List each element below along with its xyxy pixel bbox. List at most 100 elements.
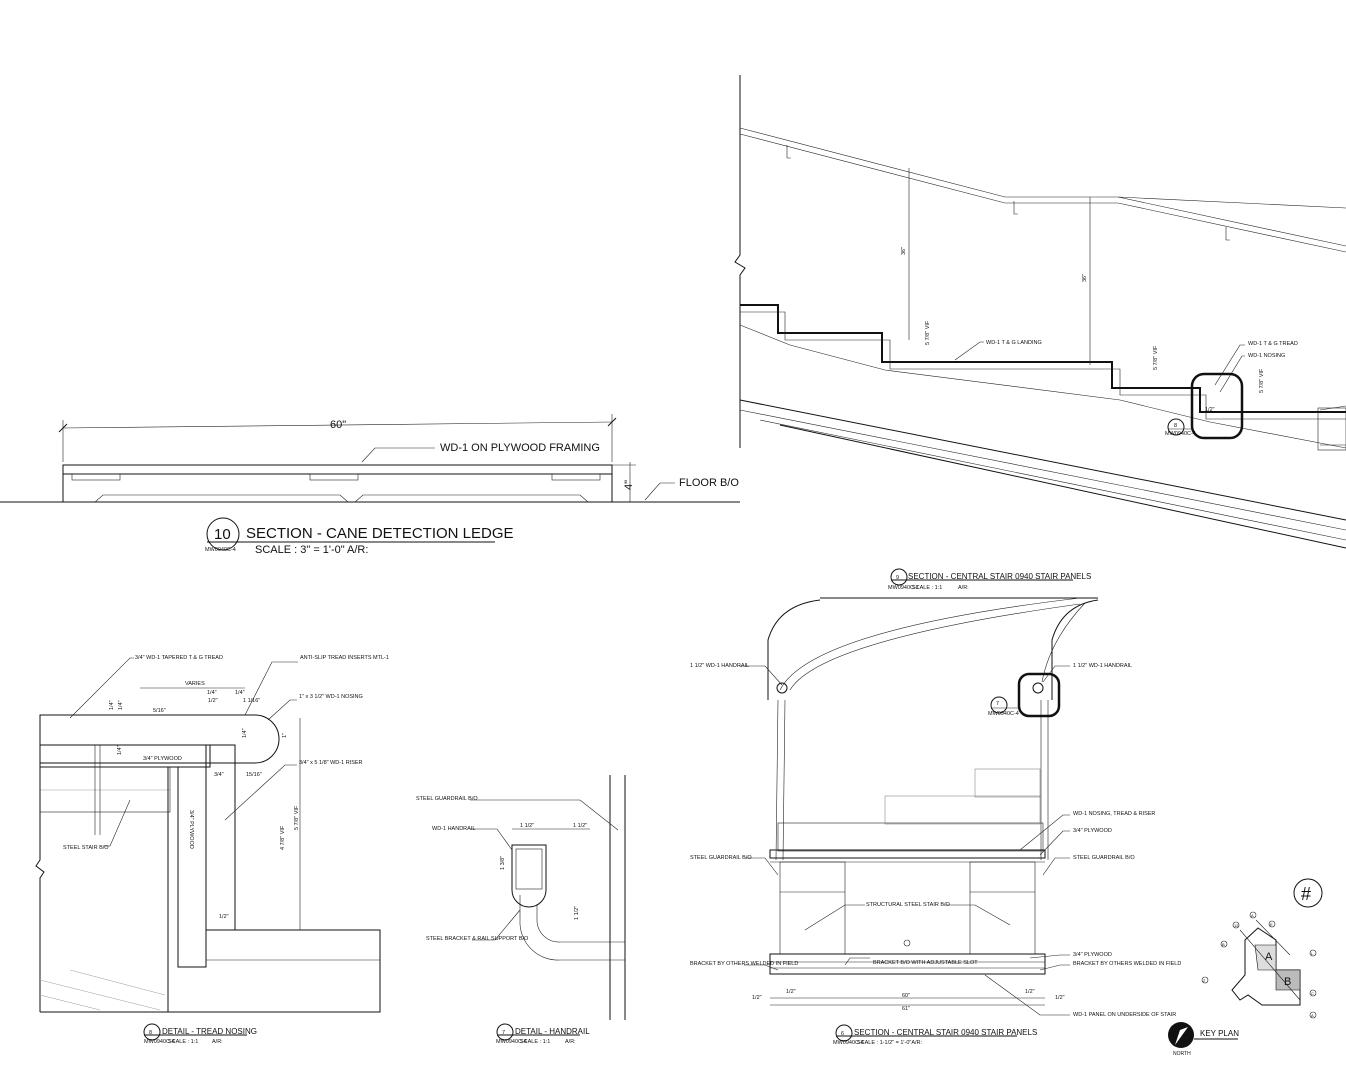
key-plan-zone-b: B: [1284, 976, 1291, 988]
detail-9-title: SECTION - CENTRAL STAIR 0940 STAIR PANEL…: [908, 572, 1091, 581]
detail-9-sheet-ref: MW0940C-1: [888, 585, 919, 591]
detail-10-ar: A/R:: [347, 544, 368, 556]
detail-9-title-block: 9 MW0940C-1 SECTION - CENTRAL STAIR 0940…: [888, 568, 1091, 591]
detail-6-scale: SCALE : 1-1/2" = 1'-0"A/R:: [857, 1040, 922, 1046]
note-steel-stair: STEEL STAIR B/O: [63, 845, 109, 851]
detail-7-sheet-ref: MW0940C-4: [496, 1039, 527, 1045]
dim-vif1: 5 7/8" VIF: [294, 805, 300, 830]
grid-mark-7: C: [1311, 991, 1314, 996]
detail-8-number: 8: [149, 1030, 152, 1036]
note-plywood-h: 3/4" PLYWOOD: [143, 756, 182, 762]
note-nosing-size: 1" x 3 1/2" WD-1 NOSING: [299, 694, 363, 700]
dim-riser-2: 5 7/8" VIF: [1153, 345, 1159, 370]
detail-10-title: SECTION - CANE DETECTION LEDGE: [246, 525, 514, 542]
note-t-g-tread: WD-1 T & G TREAD: [1248, 341, 1298, 347]
note-plywood-top: 3/4" PLYWOOD: [1073, 828, 1112, 834]
grid-mark-4: B: [1222, 942, 1225, 947]
dim-riser-3: 5 7/8" VIF: [1259, 368, 1265, 393]
key-plan-zone-a: A: [1265, 951, 1273, 963]
dim-half-right: 1/2": [1055, 995, 1065, 1001]
grid-mark-1: A: [1251, 913, 1254, 918]
note-anti-slip: ANTI-SLIP TREAD INSERTS MTL-1: [300, 655, 389, 661]
detail-8-scale: SCALE : 1:1: [168, 1039, 198, 1045]
dim-sixtyone: 61": [902, 1006, 910, 1012]
detail-9-ar: A/R:: [958, 585, 969, 591]
grid-mark-8: A: [1311, 1013, 1314, 1018]
detail-6-sheet-ref: MW0940C-4: [833, 1040, 864, 1046]
note-structural-steel: STRUCTURAL STEEL STAIR B/O: [866, 902, 951, 908]
dim-three-q: 3/4": [214, 772, 224, 778]
dim-a2: 1/4": [118, 700, 124, 710]
key-plan: # A B A E 12 B L 2 C A KEY PLAN NORTH: [1168, 878, 1323, 1057]
dim-s1: 5/16": [153, 708, 166, 714]
dim-half-left: 1/2": [752, 995, 762, 1001]
note-riser-size: 3/4" x 5 1/8" WD-1 RISER: [299, 760, 363, 766]
note-steel-bracket: STEEL BRACKET & RAIL SUPPORT B/O: [426, 936, 529, 942]
detail-9-scale: SCALE : 1:1: [912, 585, 942, 591]
dim-vif2: 4 7/8" VIF: [280, 825, 286, 850]
note-guard-left: STEEL GUARDRAIL B/O: [690, 855, 752, 861]
detail-10-scale: SCALE : 3" = 1'-0": [255, 544, 345, 556]
dim-fifteen: 15/16": [246, 772, 262, 778]
callout-7-ref: MW0940C-4: [988, 711, 1019, 717]
dim-w2: 1 1/2": [573, 823, 587, 829]
dim-q2: 1/4": [235, 690, 245, 696]
dim-q1: 1/4": [207, 690, 217, 696]
dim-varies: VARIES: [185, 681, 205, 687]
detail-8-title: DETAIL - TREAD NOSING: [162, 1027, 257, 1036]
dim-h1: 1/2": [208, 698, 218, 704]
dim-half-in-right: 1/2": [1025, 989, 1035, 995]
dim-36-2: 36": [1082, 274, 1088, 282]
detail-8-tread-nosing: 3/4" WD-1 TAPERED T & G TREAD ANTI-SLIP …: [35, 655, 389, 1045]
dim-riser-1: 5 7/8" VIF: [925, 320, 931, 345]
note-t-g-landing: WD-1 T & G LANDING: [986, 340, 1042, 346]
grid-mark-2: E: [1270, 922, 1273, 927]
note-handrail-left: 1 1/2" WD-1 HANDRAIL: [690, 663, 749, 669]
note-floor-bo: FLOOR B/O: [679, 477, 739, 489]
note-bracket-mid: BRACKET B/O WITH ADJUSTABLE SLOT: [873, 960, 978, 966]
dim-sixty: 60": [902, 993, 910, 999]
callout-7-number: 7: [996, 701, 999, 707]
note-bracket-right: BRACKET BY OTHERS WELDED IN FIELD: [1073, 961, 1181, 967]
note-panel-underside: WD-1 PANEL ON UNDERSIDE OF STAIR: [1073, 1012, 1176, 1018]
dim-h2: 1 1/2": [574, 906, 580, 920]
callout-8-number: 8: [1174, 423, 1177, 429]
note-wd1-handrail: WD-1 HANDRAIL: [432, 826, 475, 832]
detail-7-scale: SCALE : 1:1: [520, 1039, 550, 1045]
detail-10-number: 10: [214, 526, 231, 543]
detail-6-number: 6: [841, 1031, 844, 1037]
grid-mark-5: L: [1311, 951, 1314, 956]
dim-36-1: 36": [901, 247, 907, 255]
note-plywood-bot: 3/4" PLYWOOD: [1073, 952, 1112, 958]
dim-half-inch: 1/2": [1205, 407, 1215, 413]
dim-w1: 1 1/2": [520, 823, 534, 829]
detail-7-handrail: STEEL GUARDRAIL B/O WD-1 HANDRAIL STEEL …: [416, 775, 626, 1045]
detail-8-sheet-ref: MW0940C-4: [144, 1039, 175, 1045]
detail-7-title: DETAIL - HANDRAIL: [515, 1027, 590, 1036]
key-plan-title: KEY PLAN: [1200, 1029, 1239, 1038]
north-label: NORTH: [1173, 1051, 1191, 1057]
note-plywood-v: 3/4" PLYWOOD: [188, 810, 194, 849]
dim-half-b: 1/2": [219, 914, 229, 920]
grid-mark-3: 12: [1234, 923, 1239, 928]
note-handrail-right: 1 1/2" WD-1 HANDRAIL: [1073, 663, 1132, 669]
dim-one: 1": [282, 733, 288, 738]
dim-h2: 1 1/16": [243, 698, 260, 704]
dim-60-label: 60": [330, 419, 346, 431]
note-wd1-plywood: WD-1 ON PLYWOOD FRAMING: [440, 442, 600, 454]
detail-8-ar: A/R:: [212, 1039, 223, 1045]
grid-mark-6: 2: [1203, 978, 1206, 983]
detail-7-ar: A/R:: [565, 1039, 576, 1045]
dim-half-in-left: 1/2": [786, 989, 796, 995]
note-steel-guardrail: STEEL GUARDRAIL B/O: [416, 796, 478, 802]
dim-4-label: 4": [623, 480, 635, 490]
dim-h1: 1 3/8": [500, 856, 506, 870]
detail-9-number: 9: [896, 575, 899, 581]
detail-10-cane-ledge: 60" WD-1 ON PLYWOOD FRAMING 4" FLOOR B/O…: [0, 414, 740, 556]
detail-10-sheet-ref: MW0940C-4: [205, 547, 236, 553]
key-plan-symbol: #: [1301, 884, 1311, 904]
dim-a3: 1/4": [117, 745, 123, 755]
note-nosing: WD-1 NOSING: [1248, 353, 1285, 359]
detail-6-stair-panels: 7 MW0940C-4 1 1/2" WD-1 HANDRAIL 1 1/2" …: [690, 597, 1181, 1046]
